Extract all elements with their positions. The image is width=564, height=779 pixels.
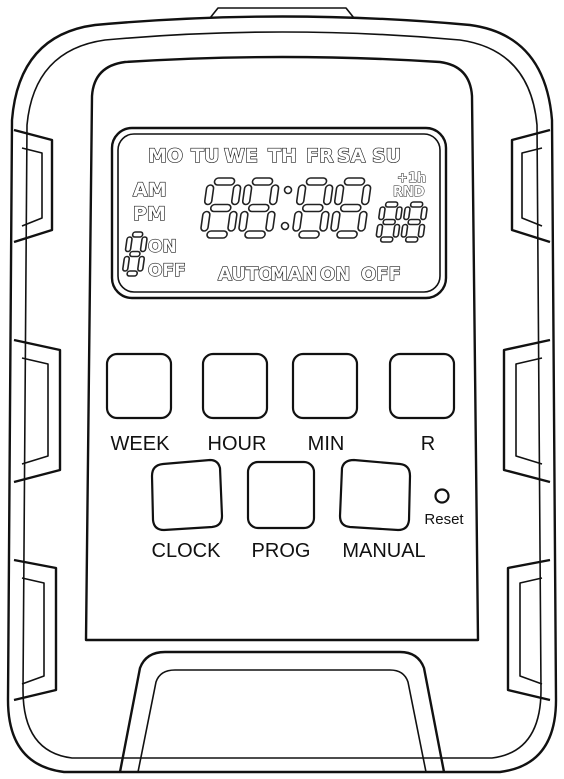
second-tens-digit-segment <box>375 223 384 238</box>
minute-ones-digit <box>330 177 372 239</box>
second-tens-digit-segment <box>395 206 403 221</box>
program-number-digit <box>122 231 148 277</box>
second-tens-digit-segment <box>382 218 397 226</box>
hour-ones-digit-segment <box>244 230 266 239</box>
clock-button[interactable] <box>150 458 224 532</box>
second-ones-digit-segment <box>420 206 428 221</box>
day-fr: FR <box>306 145 334 167</box>
prog-label: PROG <box>252 540 311 562</box>
second-ones-digit <box>400 201 428 243</box>
button-row-bottom: Reset CLOCK PROG MANUAL <box>150 458 464 562</box>
program-number-digit-segment <box>122 255 131 272</box>
colon-bottom <box>280 221 290 231</box>
r-label: R <box>421 433 435 455</box>
program-number-digit-segment <box>129 250 141 258</box>
second-ones-digit-segment <box>404 236 419 243</box>
second-tens-digit-segment <box>384 201 399 208</box>
reset-label: Reset <box>424 511 464 528</box>
hour-tens-digit-segment <box>230 184 242 206</box>
second-tens-digit <box>375 201 403 243</box>
button-row-top: WEEK HOUR MIN R <box>105 352 456 455</box>
minute-tens-digit-segment <box>295 184 307 206</box>
minute-ones-digit-segment <box>343 177 366 186</box>
hour-ones-digit-segment <box>241 184 253 206</box>
program-number-digit-segment <box>126 270 138 277</box>
program-digit <box>122 231 148 277</box>
hour-ones-digit-segment <box>238 210 249 232</box>
mode-auto: AUTO <box>218 264 274 285</box>
lcd-display: MO TU WE TH FR SA SU AM PM +1h RND ON OF… <box>110 126 448 300</box>
manual-button[interactable] <box>338 458 412 532</box>
minute-ones-digit-segment <box>357 210 368 232</box>
second-tens-digit-segment <box>379 236 394 243</box>
day-su: SU <box>372 145 401 167</box>
mode-on: ON <box>320 264 350 285</box>
second-ones-digit-segment <box>407 218 422 226</box>
minute-ones-digit-segment <box>339 203 362 213</box>
hour-ones-digit <box>238 177 280 239</box>
day-mo: MO <box>148 145 183 167</box>
minute-ones-digit-segment <box>330 210 341 232</box>
min-label: MIN <box>308 433 345 455</box>
program-number-digit-segment <box>139 236 148 253</box>
second-ones-digit-segment <box>403 206 411 221</box>
colon-top <box>283 185 293 195</box>
pm-indicator: PM <box>133 203 166 225</box>
program-number-digit-segment <box>124 236 133 253</box>
minute-tens-digit-segment <box>298 230 320 239</box>
min-button[interactable] <box>291 352 359 420</box>
minute-tens-digit-segment <box>305 177 328 186</box>
second-tens-digit-segment <box>392 223 401 238</box>
on-indicator: ON <box>148 237 177 257</box>
housing <box>6 7 558 774</box>
hour-tens-digit-segment <box>209 203 232 213</box>
hour-tens-digit-segment <box>200 210 211 232</box>
mode-off: OFF <box>361 264 401 285</box>
minute-ones-digit-segment <box>333 184 345 206</box>
second-ones-digit-segment <box>400 223 409 238</box>
hour-ones-digit-segment <box>251 177 274 186</box>
day-tu: TU <box>191 145 219 167</box>
week-label: WEEK <box>111 433 171 455</box>
am-indicator: AM <box>133 179 167 201</box>
hour-ones-digit-segment <box>247 203 270 213</box>
day-th: TH <box>268 145 297 167</box>
program-number-digit-segment <box>137 255 146 272</box>
hour-ones-digit-segment <box>265 210 276 232</box>
hour-tens-digit-segment <box>213 177 236 186</box>
second-ones-digit-segment <box>409 201 424 208</box>
r-button[interactable] <box>388 352 456 420</box>
minute-tens-digit <box>292 177 334 239</box>
random-indicator: RND <box>393 185 425 200</box>
time-digits <box>200 177 372 239</box>
hour-tens-digit-segment <box>227 210 238 232</box>
minute-tens-digit-segment <box>322 184 334 206</box>
day-we: WE <box>224 145 258 167</box>
minute-tens-digit-segment <box>301 203 324 213</box>
hour-tens-digit <box>200 177 242 239</box>
mode-man: MAN <box>270 264 317 285</box>
minute-tens-digit-segment <box>292 210 303 232</box>
hour-tens-digit-segment <box>203 184 215 206</box>
minute-ones-digit-segment <box>336 230 358 239</box>
week-button[interactable] <box>105 352 173 420</box>
seconds-digits <box>375 201 428 243</box>
program-number-digit-segment <box>131 231 144 238</box>
hour-ones-digit-segment <box>268 184 280 206</box>
minute-tens-digit-segment <box>319 210 330 232</box>
off-indicator: OFF <box>148 261 186 281</box>
dst-indicator: +1h <box>397 171 426 186</box>
second-ones-digit-segment <box>417 223 426 238</box>
manual-label: MANUAL <box>342 540 425 562</box>
clock-label: CLOCK <box>152 540 222 562</box>
prog-button[interactable] <box>246 460 316 530</box>
hour-tens-digit-segment <box>206 230 228 239</box>
reset-button[interactable] <box>434 488 450 504</box>
hour-label: HOUR <box>208 433 267 455</box>
second-tens-digit-segment <box>378 206 386 221</box>
hour-button[interactable] <box>201 352 269 420</box>
minute-ones-digit-segment <box>360 184 372 206</box>
day-sa: SA <box>337 145 366 167</box>
